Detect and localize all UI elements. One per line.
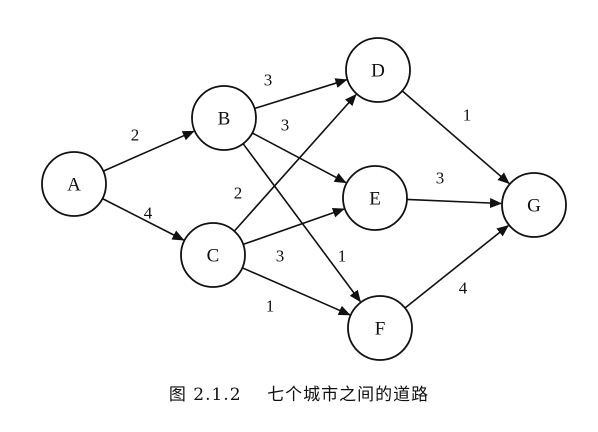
node-circle (345, 37, 411, 103)
node-label: F (375, 319, 386, 340)
node-e: E (342, 165, 408, 231)
edge-d-g (401, 90, 510, 185)
edge-weight-b-f: 1 (338, 247, 347, 266)
node-g: G (501, 172, 567, 238)
edge-weight-e-g: 3 (436, 169, 445, 188)
edge-e-g (406, 198, 502, 209)
edge-b-f (242, 143, 361, 303)
edge-weight-b-d: 3 (264, 71, 273, 90)
edge-a-c (102, 197, 185, 241)
edge-weight-c-e: 3 (276, 247, 285, 266)
edge-b-d (254, 78, 348, 110)
node-label: E (369, 189, 381, 210)
nodes-layer: A B C D E F G (41, 37, 567, 361)
node-circle (180, 222, 246, 288)
node-label: D (371, 61, 385, 82)
node-d: D (345, 37, 411, 103)
node-a: A (41, 151, 107, 217)
edge-c-e (242, 207, 345, 246)
edge-weight-f-g: 4 (459, 279, 468, 298)
edges-layer (102, 78, 510, 316)
node-f: F (347, 295, 413, 361)
node-b: B (191, 85, 257, 151)
weights-layer: 2 4 3 3 1 2 3 1 1 3 4 (131, 71, 472, 316)
node-circle (191, 85, 257, 151)
edge-c-d (233, 93, 357, 232)
edge-a-b (102, 130, 195, 172)
edge-weight-a-c: 4 (144, 204, 153, 223)
figure-caption: 图 2.1.2 七个城市之间的道路 (168, 385, 430, 405)
edge-weight-b-e: 3 (281, 116, 290, 135)
node-label: C (207, 246, 220, 267)
edge-weight-c-d: 2 (234, 184, 243, 203)
node-label: G (527, 196, 541, 217)
node-circle (347, 295, 413, 361)
node-label: B (218, 109, 231, 130)
node-circle (342, 165, 408, 231)
edge-weight-d-g: 1 (463, 106, 472, 125)
edge-weight-c-f: 1 (266, 297, 275, 316)
edge-weight-a-b: 2 (131, 126, 140, 145)
node-circle (501, 172, 567, 238)
edge-c-f (241, 267, 351, 316)
node-circle (41, 151, 107, 217)
node-label: A (67, 175, 81, 196)
node-c: C (180, 222, 246, 288)
edge-f-g (404, 224, 509, 309)
